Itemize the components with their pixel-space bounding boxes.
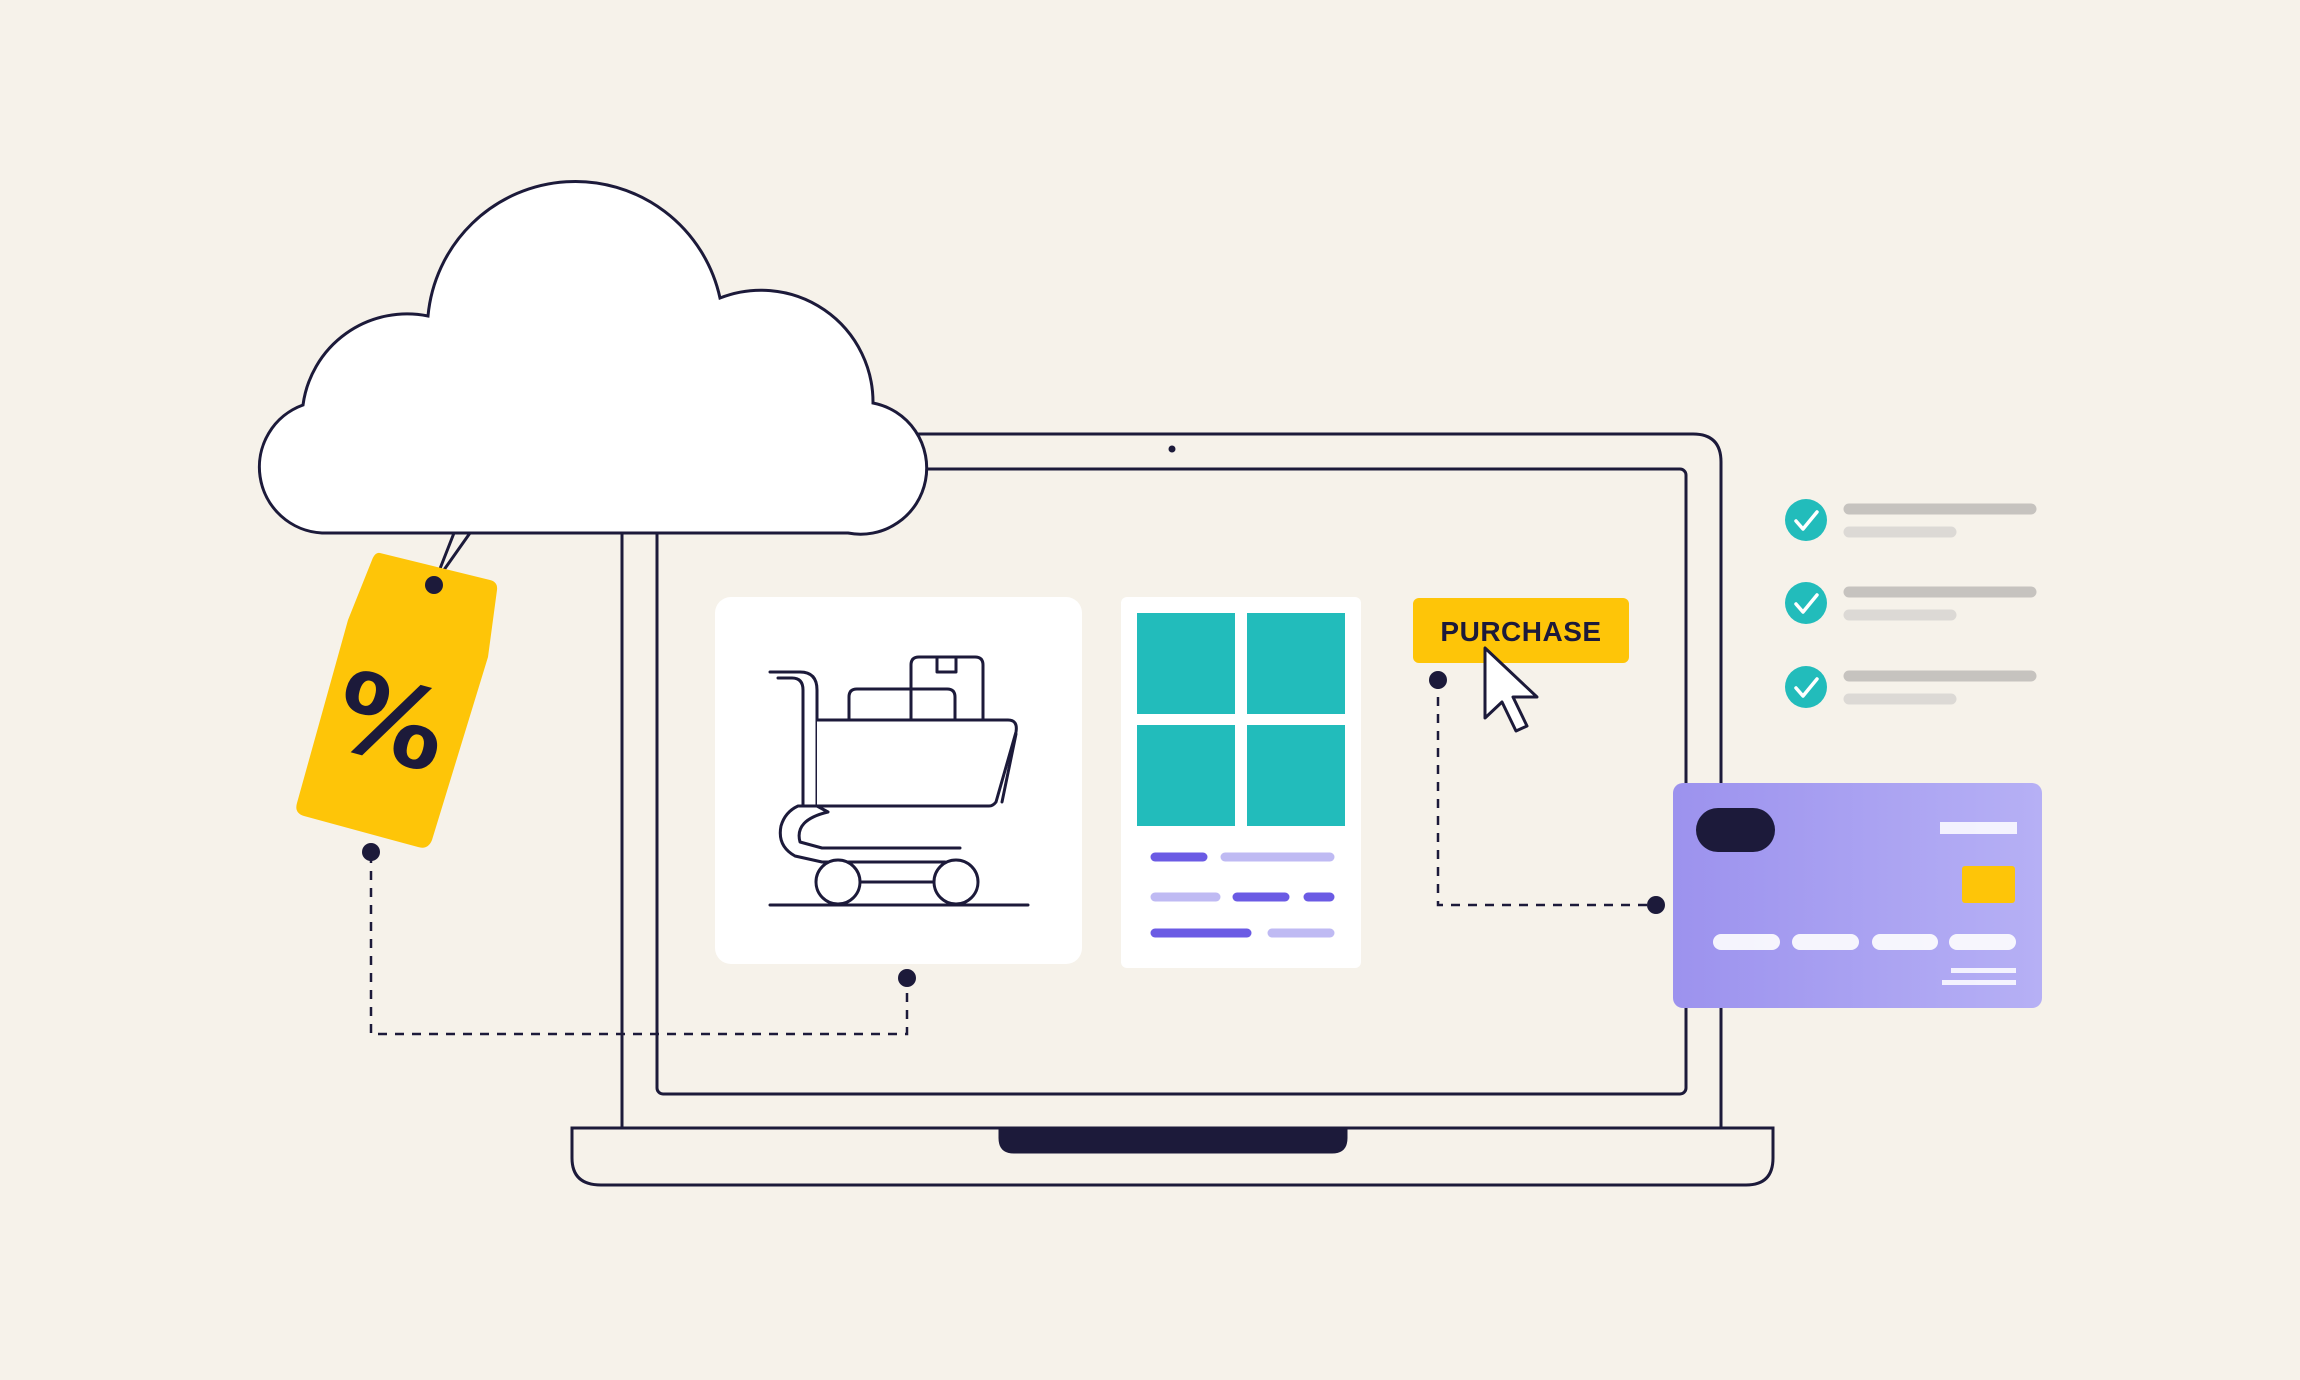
checklist-item (1785, 666, 2037, 708)
checklist-item (1785, 499, 2037, 541)
purchase-button[interactable]: PURCHASE (1413, 598, 1629, 663)
laptop-notch (998, 1126, 1348, 1154)
product-text-lines (1150, 852, 1335, 938)
purchase-button-label: PURCHASE (1440, 616, 1601, 647)
card-meta-line (1942, 980, 2016, 985)
laptop-camera (1168, 445, 1176, 453)
product-tile[interactable] (1247, 613, 1345, 714)
check-circle-icon (1785, 582, 1827, 624)
cloud (257, 179, 929, 536)
checklist-item (1785, 582, 2037, 624)
cart-panel[interactable] (715, 597, 1082, 964)
check-circle-icon (1785, 499, 1827, 541)
cloud-shape (257, 179, 929, 536)
price-tag: % (296, 532, 498, 848)
tag-hole (425, 576, 443, 594)
connector-dot (898, 969, 916, 987)
product-grid-panel[interactable] (1121, 597, 1361, 968)
product-tile[interactable] (1137, 613, 1235, 714)
laptop-base (570, 1126, 1775, 1187)
card-meta-line (1951, 968, 2016, 973)
card-chip-icon (1962, 866, 2015, 903)
connector-tag-cart (362, 843, 916, 1036)
purchase-button-bg (1413, 598, 1629, 663)
cursor-arrow-icon (1483, 646, 1539, 733)
check-circle-icon (1785, 666, 1827, 708)
shopping-cart-icon (768, 655, 1030, 907)
connector-purchase-card (1429, 671, 1665, 914)
connector-dot (362, 843, 380, 861)
tag-body (296, 552, 498, 848)
connector-dot (1647, 896, 1665, 914)
connector-dot (1429, 671, 1447, 689)
product-tile[interactable] (1247, 725, 1345, 826)
credit-card[interactable] (1673, 783, 2042, 1008)
card-logo (1696, 808, 1775, 852)
card-brand-line (1940, 822, 2017, 834)
product-tile[interactable] (1137, 725, 1235, 826)
checklist (1785, 499, 2037, 708)
